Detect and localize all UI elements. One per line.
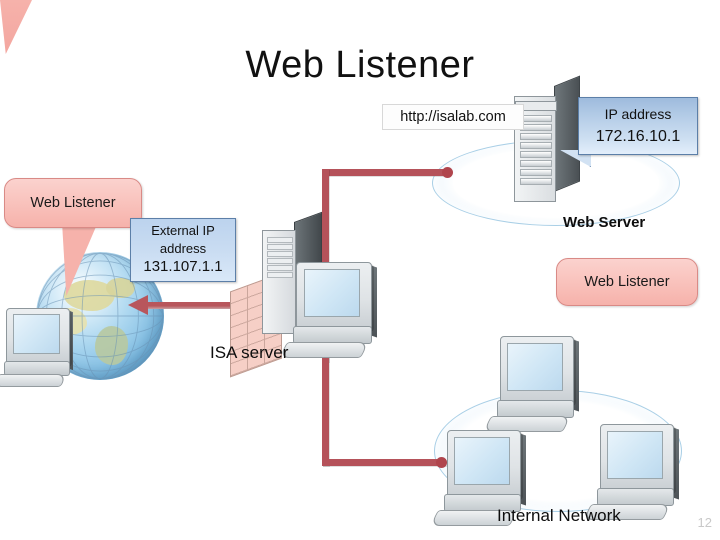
drive-bay [267, 251, 293, 257]
monitor-body [296, 262, 372, 331]
monitor-screen [507, 342, 563, 392]
drive-bay [267, 258, 293, 264]
callout-left-label: Web Listener [30, 195, 116, 211]
page-number: 12 [697, 515, 712, 530]
internal-pc-left-icon [429, 430, 526, 526]
drive-bay [267, 265, 293, 271]
client-computer-icon [0, 308, 74, 388]
keyboard-icon [0, 374, 68, 388]
connector-vertical-bottom [322, 350, 329, 466]
page-title: Web Listener [245, 44, 475, 86]
web-site-url-label: http://isalab.com [382, 104, 524, 130]
server-slot [520, 124, 552, 131]
server-side-panel [554, 75, 580, 192]
server-slot [520, 151, 552, 158]
server-slot [520, 142, 552, 149]
internal-pc-top-icon [482, 336, 579, 432]
external-ip-line1: External IP [151, 223, 215, 239]
monitor-screen [303, 268, 361, 318]
traffic-arrow-shaft [146, 302, 232, 309]
connector-horizontal-bottom [322, 459, 446, 466]
callout-web-listener-internal[interactable]: Web Listener [556, 258, 698, 306]
monitor-screen [454, 436, 510, 486]
connector-endpoint-dot-bottom [436, 457, 447, 468]
drive-bay [267, 237, 293, 243]
internal-pc-right-icon [582, 424, 679, 520]
monitor-body [500, 336, 574, 405]
monitor-body [6, 308, 70, 365]
drive-bay [267, 272, 293, 278]
tower-front-panel [262, 230, 296, 334]
monitor-screen [607, 430, 663, 480]
globe-landmass [106, 277, 135, 299]
server-slot [520, 115, 552, 122]
external-ip-info-box: External IP address 131.107.1.1 [130, 218, 236, 282]
monitor-body [447, 430, 521, 499]
server-slot [520, 178, 552, 185]
callout-web-listener-external[interactable]: Web Listener [4, 178, 142, 228]
external-ip-line2: address [159, 240, 207, 256]
web-server-label: Web Server [563, 214, 646, 231]
external-ip-value: 131.107.1.1 [143, 258, 223, 276]
connector-endpoint-dot-top [442, 167, 453, 178]
isa-server-monitor-icon [278, 262, 377, 358]
connector-horizontal-top [322, 169, 450, 176]
monitor-screen [12, 313, 61, 355]
keyboard-icon [278, 342, 369, 358]
monitor-body [600, 424, 674, 493]
globe-landmass [94, 326, 129, 365]
isa-server-tower-icon [262, 211, 322, 334]
server-slot [520, 160, 552, 167]
traffic-arrow-head-icon [128, 295, 148, 315]
internal-network-label: Internal Network [497, 506, 621, 525]
server-slot [520, 133, 552, 140]
web-server-ip-info-box: IP address 172.16.10.1 [578, 97, 698, 155]
ip-address-line1: IP address [604, 106, 672, 123]
ip-address-value: 172.16.10.1 [595, 127, 681, 145]
drive-bay [267, 244, 293, 250]
server-slot [520, 169, 552, 176]
isa-server-label: ISA server [210, 343, 289, 362]
callout-right-label: Web Listener [584, 274, 670, 290]
